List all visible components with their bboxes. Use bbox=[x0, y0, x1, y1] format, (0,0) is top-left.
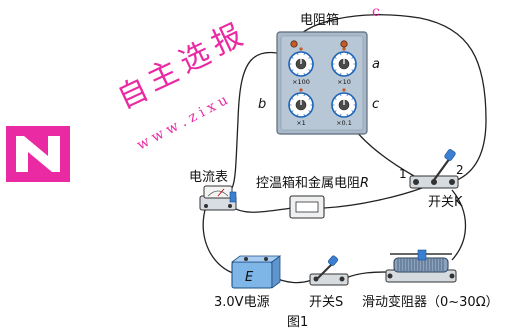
watermark-char-4: 报 bbox=[206, 18, 248, 62]
knob-2: ×10 bbox=[331, 47, 357, 86]
knob-tick bbox=[291, 69, 294, 72]
figure-caption: 图1 bbox=[287, 315, 308, 330]
knob-multiplier-label: ×100 bbox=[292, 78, 310, 86]
ammeter-label: 电流表 bbox=[189, 170, 228, 185]
rheostat bbox=[385, 249, 457, 283]
watermark: 自 主 选 报 w w w . z i x u c bbox=[6, 4, 380, 182]
switch-k bbox=[409, 149, 459, 189]
knob-tick bbox=[346, 72, 348, 76]
wire-box-to-ammeter bbox=[231, 51, 303, 189]
oven-window bbox=[295, 201, 319, 213]
knob-tick bbox=[340, 93, 342, 97]
knob-tick bbox=[303, 113, 305, 117]
knob-tick bbox=[351, 69, 354, 72]
rheostat-slider bbox=[417, 249, 427, 261]
switch-k-label: 开关K bbox=[428, 195, 463, 210]
knob-3: ×1 bbox=[288, 88, 314, 127]
knob-tick bbox=[351, 110, 354, 113]
battery-symbol: E bbox=[245, 270, 254, 285]
switch-k-handle bbox=[444, 149, 456, 161]
knob-tick bbox=[297, 93, 299, 97]
knob-tick bbox=[308, 56, 311, 59]
knob-tick bbox=[297, 52, 299, 56]
knob-tick bbox=[291, 110, 294, 113]
rheostat-label: 滑动变阻器（0~30Ω） bbox=[362, 294, 499, 310]
knob-tick bbox=[346, 113, 348, 117]
knob-marker bbox=[342, 88, 346, 92]
watermark-logo bbox=[6, 126, 70, 182]
switch-s-label: 开关S bbox=[309, 295, 343, 310]
knob-marker bbox=[342, 47, 346, 51]
resistance-box: ×100 ×10 ×1 ×0.1 bbox=[276, 31, 368, 135]
oven bbox=[289, 195, 325, 219]
knob-tick bbox=[340, 52, 342, 56]
wire-ammeter-to-battery bbox=[202, 205, 237, 275]
knob-tick bbox=[303, 72, 305, 76]
label-c: c bbox=[372, 97, 379, 112]
switch-k-pos2: 2 bbox=[456, 163, 464, 177]
wire-rheostat-to-switchk bbox=[451, 189, 467, 261]
oven-symbol: R bbox=[360, 176, 369, 191]
knob-tick bbox=[297, 113, 299, 117]
knob-tick bbox=[334, 56, 337, 59]
knob-tick bbox=[291, 97, 294, 100]
knob-tick bbox=[303, 52, 305, 56]
knob-tick bbox=[351, 97, 354, 100]
label-b: b bbox=[258, 97, 266, 112]
ammeter-terminal-blue bbox=[229, 191, 237, 203]
watermark-char-3: 选 bbox=[174, 36, 216, 80]
knob-1: ×100 bbox=[288, 47, 314, 86]
knob-multiplier-label: ×10 bbox=[337, 78, 351, 86]
knob-tick bbox=[346, 52, 348, 56]
knob-tick bbox=[340, 113, 342, 117]
box-terminal-left bbox=[290, 40, 298, 48]
knob-multiplier-label: ×0.1 bbox=[336, 119, 352, 127]
wire-oven-to-switchk bbox=[323, 187, 423, 209]
battery-label: 3.0V电源 bbox=[214, 295, 270, 310]
resistance-box-title: 电阻箱 bbox=[300, 12, 339, 28]
knob-tick bbox=[308, 110, 311, 113]
knob-tick bbox=[308, 69, 311, 72]
wire-top-right bbox=[293, 14, 487, 183]
wire-switchs-to-rheostat bbox=[345, 271, 389, 279]
knob-tick bbox=[340, 72, 342, 76]
knob-marker bbox=[299, 88, 303, 92]
label-a: a bbox=[372, 57, 380, 72]
oven-label: 控温箱和金属电阻R bbox=[256, 175, 369, 191]
knob-tick bbox=[308, 97, 311, 100]
wire-ammeter-to-oven bbox=[229, 205, 293, 213]
ammeter bbox=[199, 185, 237, 211]
switch-k-pos1: 1 bbox=[399, 167, 407, 181]
knob-tick bbox=[334, 69, 337, 72]
switch-s bbox=[309, 255, 349, 286]
knob-tick bbox=[297, 72, 299, 76]
knob-tick bbox=[291, 56, 294, 59]
knob-tick bbox=[334, 110, 337, 113]
switch-k-blade bbox=[433, 157, 451, 181]
knob-tick bbox=[303, 93, 305, 97]
knob-multiplier-label: ×1 bbox=[296, 119, 306, 127]
battery bbox=[230, 255, 282, 289]
knob-tick bbox=[334, 97, 337, 100]
switch-s-handle bbox=[328, 255, 339, 266]
knob-4: ×0.1 bbox=[331, 88, 357, 127]
knob-tick bbox=[351, 56, 354, 59]
knob-marker bbox=[299, 47, 303, 51]
box-terminal-right bbox=[340, 40, 348, 48]
watermark-tail: c bbox=[372, 4, 380, 20]
knob-tick bbox=[346, 93, 348, 97]
